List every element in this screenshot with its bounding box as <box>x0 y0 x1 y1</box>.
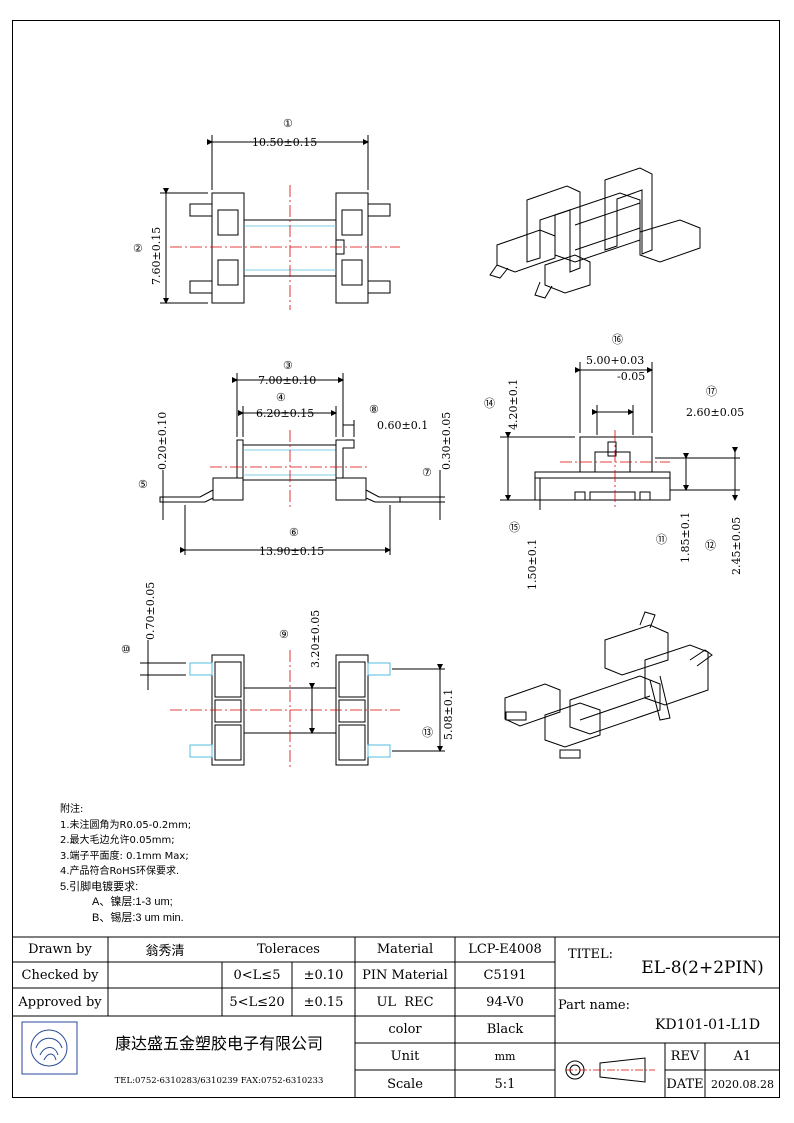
material-label: Material <box>376 942 434 957</box>
pin-material-label: PIN Material <box>362 967 448 983</box>
note-5a: A、镍层:1-3 um; <box>92 896 173 908</box>
dim-6-num: ⑥ <box>289 526 299 539</box>
rev-label: REV <box>670 1049 700 1064</box>
tol2-value: ±0.15 <box>303 994 344 1010</box>
dim-1-num: ① <box>283 117 293 130</box>
scale-value: 5:1 <box>494 1076 516 1092</box>
note-2: 2.最大毛边允许0.05mm; <box>60 835 175 846</box>
note-4: 4.产品符合RoHS环保要求. <box>60 866 180 877</box>
projection-symbol <box>565 1057 655 1083</box>
notes: 附注: 1.未注圆角为R0.05-0.2mm; 2.最大毛边允许0.05mm; … <box>60 802 191 926</box>
dim-4-text: 6.20±0.15 <box>256 407 314 420</box>
note-5: 5.引脚电镀要求: <box>60 880 139 893</box>
iso-view-bottom <box>504 611 713 759</box>
notes-heading: 附注: <box>60 804 84 815</box>
dimension-labels: ① 10.50±0.15 ② 7.60±0.15 ③ 7.00±0.10 ④ 6… <box>121 117 744 740</box>
dim-12-num: ⑫ <box>705 539 716 552</box>
dim-9-num: ⑨ <box>279 628 289 641</box>
dim-5-num: ⑤ <box>138 478 148 491</box>
dim-10-num: ⑩ <box>121 643 131 656</box>
dim-1-text: 10.50±0.15 <box>252 136 317 149</box>
dim-17-text: 2.60±0.05 <box>686 406 744 419</box>
dim-5-text: 0.20±0.10 <box>156 412 169 470</box>
title-block-grid <box>12 936 780 1098</box>
note-1: 1.未注圆角为R0.05-0.2mm; <box>60 819 192 831</box>
dim-12-text: 2.45±0.05 <box>730 517 743 575</box>
dim-11-text: 1.85±0.1 <box>679 512 692 563</box>
tol1-range: 0<L≤5 <box>233 967 281 983</box>
side-view <box>500 362 740 510</box>
dim-3-num: ③ <box>283 359 293 372</box>
dim-13-num: ⑬ <box>422 726 433 739</box>
bottom-view <box>140 640 445 770</box>
dim-2-text: 7.60±0.15 <box>150 227 163 285</box>
checked-by-label: Checked by <box>21 967 99 983</box>
dim-4-num: ④ <box>276 391 286 404</box>
dim-8-num: ⑧ <box>369 403 379 416</box>
titel-value: EL-8(2+2PIN) <box>641 957 764 978</box>
note-3: 3.端子平面度: 0.1mm Max; <box>60 850 189 862</box>
top-view <box>160 135 400 310</box>
unit-value: mm <box>494 1050 516 1063</box>
part-name-label: Part name: <box>558 997 631 1013</box>
dim-7-text: 0.30±0.05 <box>440 412 453 470</box>
dim-15-text: 1.50±0.1 <box>526 539 539 590</box>
dim-3-text: 7.00±0.10 <box>258 374 316 387</box>
material-value: LCP-E4008 <box>468 942 542 957</box>
pin-material-value: C5191 <box>483 967 527 983</box>
iso-view-top <box>489 167 701 299</box>
tolerances-label: Toleraces <box>257 942 320 957</box>
tol1-value: ±0.10 <box>303 967 344 983</box>
dim-6-text: 13.90±0.15 <box>259 545 324 558</box>
tol2-range: 5<L≤20 <box>229 994 285 1010</box>
dim-15-num: ⑮ <box>509 521 520 534</box>
dim-16-text2: -0.05 <box>617 370 645 383</box>
date-value: 2020.08.28 <box>711 1077 774 1091</box>
ul-label: UL REC <box>376 994 434 1010</box>
dim-14-num: ⑭ <box>484 397 495 410</box>
company-name: 康达盛五金塑胶电子有限公司 <box>114 1034 323 1053</box>
drawing-frame <box>12 20 780 1098</box>
dim-16-text: 5.00+0.03 <box>586 354 644 367</box>
company-contact: TEL:0752-6310283/6310239 FAX:0752-631023… <box>114 1076 324 1086</box>
dim-16-num: ⑯ <box>612 333 623 346</box>
color-label: color <box>388 1022 422 1037</box>
titel-label: TITEL: <box>568 946 613 962</box>
dim-7-num: ⑦ <box>422 466 432 479</box>
date-label: DATE <box>666 1076 704 1092</box>
approved-by-label: Approved by <box>18 994 102 1010</box>
dim-2-num: ② <box>133 242 143 255</box>
ul-value: 94-V0 <box>486 994 524 1010</box>
drawn-by-value: 翁秀清 <box>145 944 185 959</box>
color-value: Black <box>486 1022 524 1037</box>
company-logo <box>21 1021 78 1075</box>
unit-label: Unit <box>390 1049 420 1064</box>
dim-9-text: 3.20±0.05 <box>309 610 322 668</box>
note-5b: B、锡层:3 um min. <box>92 911 184 924</box>
dim-11-num: ⑪ <box>656 533 667 546</box>
dim-17-num: ⑰ <box>706 385 717 398</box>
part-name-value: KD101-01-L1D <box>654 1017 761 1033</box>
drawn-by-label: Drawn by <box>28 942 92 957</box>
scale-label: Scale <box>387 1076 423 1092</box>
dim-8-text: 0.60±0.1 <box>377 419 428 432</box>
front-view <box>159 373 445 555</box>
dim-10-text: 0.70±0.05 <box>144 582 157 640</box>
dim-13-text: 5.08±0.1 <box>442 689 455 740</box>
dim-14-text: 4.20±0.1 <box>507 379 520 430</box>
rev-value: A1 <box>733 1049 752 1064</box>
